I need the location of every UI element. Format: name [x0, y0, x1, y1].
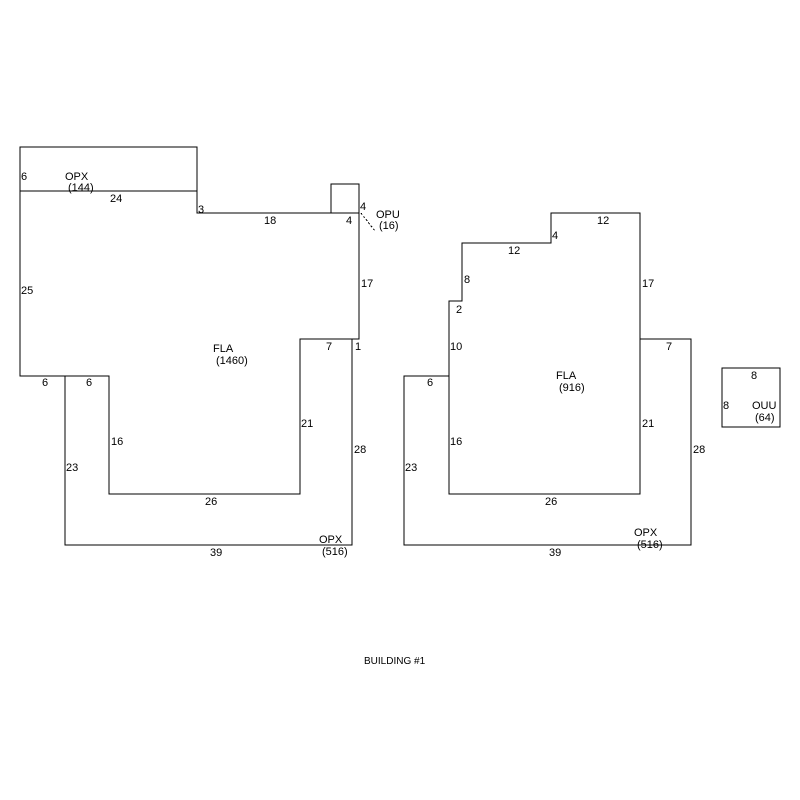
left-dim-left-25: 25	[21, 285, 33, 297]
ouu-dim-left: 8	[723, 400, 729, 412]
left-opx-top-outline	[19, 146, 198, 192]
left-opx-top-dim-left: 6	[21, 171, 27, 183]
left-dim-inner-21: 21	[301, 418, 313, 430]
ouu-section: 8 8 OUU (64)	[721, 367, 781, 428]
left-opu-dim-right: 4	[360, 201, 366, 213]
left-dim-bottom-left-6: 6	[42, 377, 48, 389]
left-opx-top-code: OPX	[65, 171, 89, 183]
left-fla-outline	[19, 191, 360, 495]
left-dim-step-3: 3	[198, 204, 204, 216]
ouu-dim-top: 8	[751, 370, 757, 382]
left-opu-code: OPU	[376, 209, 400, 221]
right-dim-inner-21: 21	[642, 418, 654, 430]
right-fla-code: FLA	[556, 370, 577, 382]
left-dim-inner-26: 26	[205, 496, 217, 508]
right-dim-left-10: 10	[450, 341, 462, 353]
right-dim-inner-16: 16	[450, 436, 462, 448]
right-opx-area: (516)	[637, 539, 663, 551]
ouu-outline	[721, 367, 781, 428]
right-fla-area: (916)	[559, 382, 585, 394]
left-dim-outer-23: 23	[66, 462, 78, 474]
left-opx-top-area: (144)	[68, 182, 94, 194]
right-dim-outer-39: 39	[549, 547, 561, 559]
left-fla-code: FLA	[213, 343, 234, 355]
ouu-area: (64)	[755, 412, 775, 424]
left-opx-top-dim-bottom: 24	[110, 193, 122, 205]
left-opu-area: (16)	[379, 220, 399, 232]
left-dim-outer-28: 28	[354, 444, 366, 456]
right-dim-top-12: 12	[597, 215, 609, 227]
right-dim-step-7: 7	[666, 341, 672, 353]
left-opu-dim-bottom: 4	[346, 215, 352, 227]
right-fla-outline	[448, 212, 641, 495]
left-dim-outer-39: 39	[210, 547, 222, 559]
right-dim-outer-23: 23	[405, 462, 417, 474]
left-opx-bottom-outline	[64, 339, 353, 546]
left-opu-outline	[330, 183, 360, 214]
left-dim-inner-16: 16	[111, 436, 123, 448]
right-opx-outline	[403, 338, 692, 546]
right-dim-mid-12: 12	[508, 245, 520, 257]
right-section: 12 4 12 8 2 10 6 16 26 17 7 21 23 28 39 …	[403, 212, 705, 559]
left-dim-right-17: 17	[361, 278, 373, 290]
left-section: 6 OPX (144) 24 3 18 25 17 7 1 6 6 16 21 …	[19, 146, 400, 559]
right-dim-inner-26: 26	[545, 496, 557, 508]
left-fla-area: (1460)	[216, 355, 248, 367]
ouu-code: OUU	[752, 400, 777, 412]
right-dim-right-17: 17	[642, 278, 654, 290]
left-opu-leader-line	[360, 212, 376, 232]
left-dim-step-1: 1	[355, 341, 361, 353]
left-dim-top-18: 18	[264, 215, 276, 227]
right-dim-step-4: 4	[552, 230, 558, 242]
right-dim-step-8: 8	[464, 274, 470, 286]
left-opx-bottom-code: OPX	[319, 534, 343, 546]
left-dim-notch-6: 6	[86, 377, 92, 389]
left-opx-bottom-area: (516)	[322, 546, 348, 558]
right-dim-step-2: 2	[456, 304, 462, 316]
right-dim-left-6: 6	[427, 377, 433, 389]
building-title: BUILDING #1	[364, 656, 426, 667]
right-dim-outer-28: 28	[693, 444, 705, 456]
right-opx-code: OPX	[634, 527, 658, 539]
left-dim-step-7: 7	[326, 341, 332, 353]
